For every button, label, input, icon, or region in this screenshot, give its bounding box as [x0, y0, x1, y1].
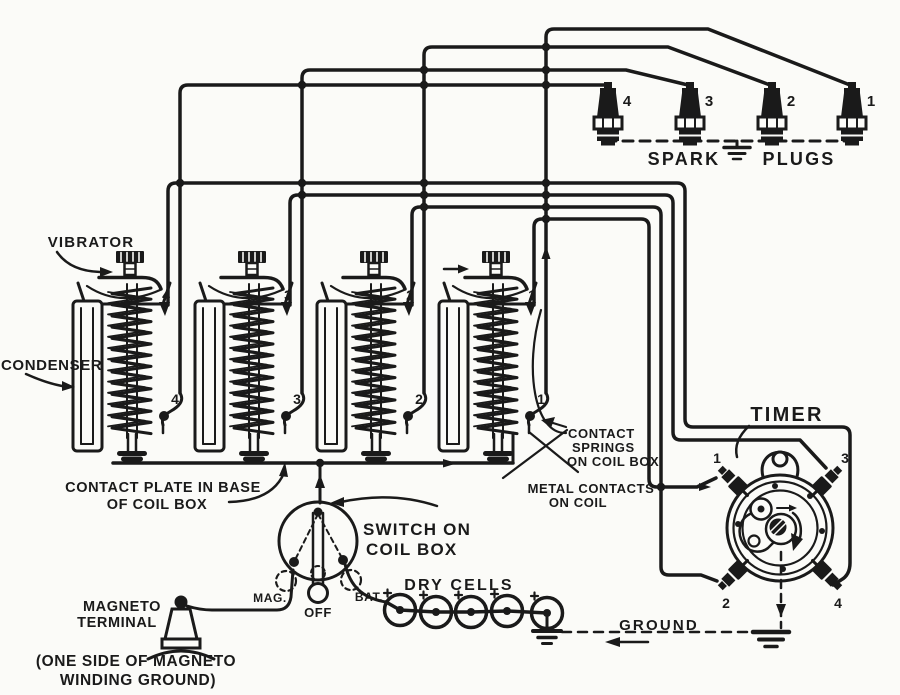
- upper-contact: [403, 302, 414, 316]
- switch-lever-knob: [307, 582, 329, 604]
- dry-cells-label: DRY CELLS: [404, 577, 514, 594]
- magneto-terminal: [146, 568, 295, 661]
- timer-terminal-lug: [811, 559, 843, 591]
- coil-box-switch: [274, 500, 363, 604]
- timer-terminal-3: 3: [841, 450, 849, 466]
- current-arrow: [443, 459, 457, 468]
- magneto-wire: [185, 568, 295, 612]
- current-arrow-up: [315, 474, 325, 488]
- upper-contact: [281, 302, 292, 316]
- timer-roller-mechanism: [738, 497, 803, 553]
- metal-contacts-line2: ON COIL: [549, 495, 607, 510]
- coil-lower-number: 2: [415, 391, 423, 407]
- timer-terminal-lug: [717, 559, 749, 591]
- metal-contacts-line1: METAL CONTACTS: [528, 481, 655, 496]
- vibrator-arrow: [100, 267, 113, 277]
- timer-terminal-1: 1: [713, 450, 721, 466]
- magneto-label-line2: TERMINAL: [77, 615, 157, 631]
- spark-plug-number: 3: [705, 93, 713, 110]
- spark-plug-ground: [722, 139, 752, 161]
- timer-terminal-2: 2: [722, 595, 730, 611]
- switch-arrow: [330, 497, 344, 507]
- contact-springs-line1: CONTACT: [568, 426, 635, 441]
- timer-terminal-4: 4: [834, 595, 842, 611]
- mag-position-ghost: [274, 569, 298, 593]
- switch-pivot: [313, 507, 323, 517]
- upper-contact: [159, 302, 170, 316]
- springs-arrow: [541, 417, 555, 428]
- condenser-label: CONDENSER: [1, 357, 102, 374]
- coil-unit-4: 44: [71, 251, 184, 462]
- coil-lower-number: 1: [537, 391, 545, 407]
- timer-leader: [735, 424, 751, 459]
- timer-label: TIMER: [750, 404, 823, 426]
- rotation-arrow: [789, 504, 797, 512]
- wire-junction-dots: [175, 42, 666, 492]
- feed-arrow-terminal1: [699, 483, 711, 491]
- timer-terminal-lug: [811, 465, 843, 497]
- coil-upper-number: 3: [284, 287, 292, 303]
- tab-hole: [771, 450, 789, 468]
- coil-unit-2: 22: [315, 251, 428, 462]
- contact-plate-line2: OF COIL BOX: [107, 497, 208, 513]
- ground-arrow: [605, 637, 620, 647]
- bat-contact: [338, 555, 348, 565]
- spark-plug-number: 2: [787, 93, 795, 110]
- ground-label: GROUND: [619, 617, 699, 634]
- battery-wire: [343, 562, 388, 604]
- coil-upper-number: 1: [528, 287, 536, 303]
- contact-springs-line3: ON COIL BOX: [567, 454, 659, 469]
- upper-contact: [525, 302, 536, 316]
- coil-lower-number: 3: [293, 391, 301, 407]
- ground-connections: [531, 550, 792, 649]
- plugs-label: PLUGS: [762, 149, 835, 169]
- contact-plate-arrow: [279, 462, 288, 477]
- mag-contact: [289, 557, 299, 567]
- magneto-note-line2: WINDING GROUND): [60, 672, 216, 689]
- vibrator-label: VIBRATOR: [48, 234, 135, 251]
- spark-plugs: 4 3 2 1: [592, 82, 875, 146]
- flow-arrow: [458, 264, 469, 274]
- magneto-note-line1: (ONE SIDE OF MAGNETO: [36, 653, 236, 670]
- switch-off-label: OFF: [304, 605, 332, 620]
- springs-leader-upper: [531, 308, 568, 435]
- contact-springs-line2: SPRINGS: [572, 440, 635, 455]
- spark-plug-1: 1: [836, 82, 875, 146]
- timer-terminal-lug: [717, 465, 749, 497]
- spark-plug-number: 1: [867, 93, 875, 110]
- coil-unit-1: 11: [437, 251, 550, 462]
- contact-plate: [111, 431, 515, 505]
- coil-upper-number: 2: [406, 287, 414, 303]
- spark-plug-number: 4: [623, 93, 632, 110]
- switch-label-line2: COIL BOX: [366, 540, 457, 559]
- bat-position-ghost: [339, 568, 363, 592]
- contact-plate-line1: CONTACT PLATE IN BASE: [65, 480, 261, 496]
- coil-lower-number: 4: [171, 391, 179, 407]
- spark-plug-2: 2: [756, 82, 795, 146]
- riser-arrow-up: [541, 246, 551, 259]
- coil-upper-number: 4: [162, 287, 170, 303]
- timer-assembly: [699, 424, 843, 591]
- wiring-harness: [166, 27, 852, 587]
- label-leaders: [24, 246, 580, 508]
- magneto-label-line1: MAGNETO: [83, 599, 161, 615]
- condenser-arrow: [62, 381, 75, 391]
- coil-unit-3: 33: [193, 251, 306, 462]
- spark-plug-3: 3: [674, 82, 713, 146]
- switch-bat-label: BAT.: [355, 590, 383, 604]
- dry-cells: [382, 588, 565, 631]
- switch-label-line1: SWITCH ON: [363, 520, 471, 539]
- switch-mag-label: MAG.: [253, 591, 287, 605]
- spark-label: SPARK: [648, 149, 721, 169]
- timer-terminals: [717, 465, 843, 591]
- spark-plug-4: 4: [592, 82, 632, 146]
